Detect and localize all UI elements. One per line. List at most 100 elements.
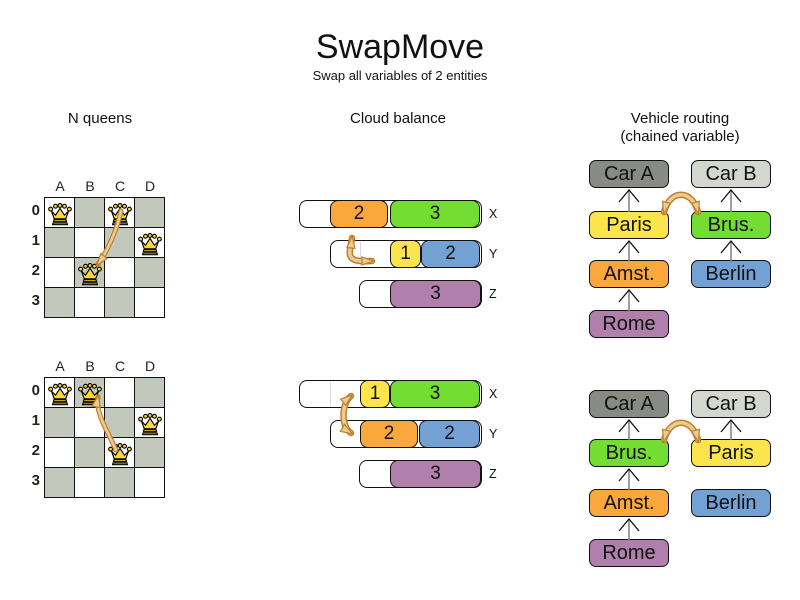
cloud-process-block: 1 xyxy=(360,380,390,408)
routing-node: Brus. xyxy=(691,211,771,239)
cloud-computer-label-X: X xyxy=(489,207,498,221)
board-rank-label: 2 xyxy=(31,262,40,279)
cloud-process-block: 3 xyxy=(390,460,481,488)
swap-arrow xyxy=(664,421,698,440)
cloud-computer-label-Y: Y xyxy=(489,247,498,261)
routing-node: Car B xyxy=(691,160,771,188)
chain-arrowhead-icon xyxy=(618,288,640,303)
board-cell xyxy=(135,468,164,497)
board-cell xyxy=(75,288,104,317)
board-rank-label: 1 xyxy=(31,412,40,429)
board-cell xyxy=(75,468,104,497)
routing-node: Berlin xyxy=(691,260,771,288)
routing-node: Rome xyxy=(589,310,669,338)
queen-icon xyxy=(137,232,162,256)
board-cell xyxy=(135,378,164,407)
column-title-cloud-balance: Cloud balance xyxy=(350,110,446,127)
board-cell xyxy=(75,408,104,437)
chain-arrowhead-icon xyxy=(720,418,742,433)
cloud-process-block: 1 xyxy=(390,240,421,268)
board-cell xyxy=(105,288,134,317)
queen-icon xyxy=(77,262,102,286)
queen-icon xyxy=(137,412,162,436)
chess-board-after xyxy=(44,377,165,498)
cloud-computer-label-Y: Y xyxy=(489,427,498,441)
board-cell xyxy=(45,258,74,287)
board-rank-label: 2 xyxy=(31,442,40,459)
board-cell xyxy=(105,438,134,467)
chain-arrowhead-icon xyxy=(618,239,640,254)
cloud-computer-label-X: X xyxy=(489,387,498,401)
cloud-computer-label-Z: Z xyxy=(489,287,497,301)
chain-arrowhead-icon xyxy=(618,418,640,433)
cloud-process-block: 2 xyxy=(421,240,480,268)
routing-node: Paris xyxy=(691,439,771,467)
board-cell xyxy=(45,228,74,257)
cloud-process-block: 3 xyxy=(390,280,481,308)
routing-node: Brus. xyxy=(589,439,669,467)
column-title-vehicle-routing: Vehicle routing xyxy=(630,110,730,127)
routing-node: Car B xyxy=(691,390,771,418)
routing-node: Amst. xyxy=(589,260,669,288)
board-cell xyxy=(105,468,134,497)
cloud-process-block: 2 xyxy=(330,200,388,228)
column-title-nqueens: N queens xyxy=(67,110,133,127)
board-cell xyxy=(45,468,74,497)
page-title: SwapMove xyxy=(315,28,485,66)
queen-icon xyxy=(47,202,72,226)
board-file-label: A xyxy=(55,178,65,194)
board-cell xyxy=(105,228,134,257)
queen-icon xyxy=(47,382,72,406)
page-subtitle: Swap all variables of 2 entities xyxy=(312,68,488,83)
swap-arrow xyxy=(660,419,702,444)
board-cell xyxy=(75,438,104,467)
routing-node: Amst. xyxy=(589,489,669,517)
board-cell xyxy=(135,258,164,287)
swap-arrow xyxy=(660,191,702,216)
board-rank-label: 3 xyxy=(31,472,40,489)
board-rank-label: 0 xyxy=(31,382,40,399)
routing-node: Car A xyxy=(589,160,669,188)
board-cell xyxy=(45,288,74,317)
routing-node: Car A xyxy=(589,390,669,418)
chain-arrowhead-icon xyxy=(618,188,640,203)
routing-node: Paris xyxy=(589,211,669,239)
queen-icon xyxy=(77,382,102,406)
board-cell xyxy=(135,408,164,437)
board-file-label: D xyxy=(144,178,156,194)
cloud-process-block: 2 xyxy=(360,420,418,448)
board-cell xyxy=(75,378,104,407)
board-cell xyxy=(105,408,134,437)
board-file-label: A xyxy=(55,358,65,374)
board-cell xyxy=(45,198,74,227)
board-cell xyxy=(75,198,104,227)
cloud-bar-divider xyxy=(330,382,331,406)
cloud-bar-divider xyxy=(360,242,361,266)
board-file-label: B xyxy=(85,178,95,194)
cloud-process-block: 2 xyxy=(419,420,480,448)
board-cell xyxy=(45,378,74,407)
board-cell xyxy=(135,438,164,467)
chess-board-before xyxy=(44,197,165,318)
board-rank-label: 0 xyxy=(31,202,40,219)
board-cell xyxy=(75,258,104,287)
queen-icon xyxy=(107,202,132,226)
board-cell xyxy=(75,228,104,257)
board-cell xyxy=(45,438,74,467)
chain-arrowhead-icon xyxy=(720,239,742,254)
board-cell xyxy=(105,258,134,287)
chain-arrowhead-icon xyxy=(618,517,640,532)
routing-node: Berlin xyxy=(691,489,771,517)
routing-node: Rome xyxy=(589,539,669,567)
board-file-label: C xyxy=(114,358,126,374)
board-cell xyxy=(135,288,164,317)
chain-arrowhead-icon xyxy=(618,467,640,482)
chain-arrowhead-icon xyxy=(720,188,742,203)
board-cell xyxy=(135,228,164,257)
board-file-label: B xyxy=(85,358,95,374)
board-cell xyxy=(105,198,134,227)
board-cell xyxy=(105,378,134,407)
board-file-label: D xyxy=(144,358,156,374)
cloud-process-block: 3 xyxy=(390,200,480,228)
